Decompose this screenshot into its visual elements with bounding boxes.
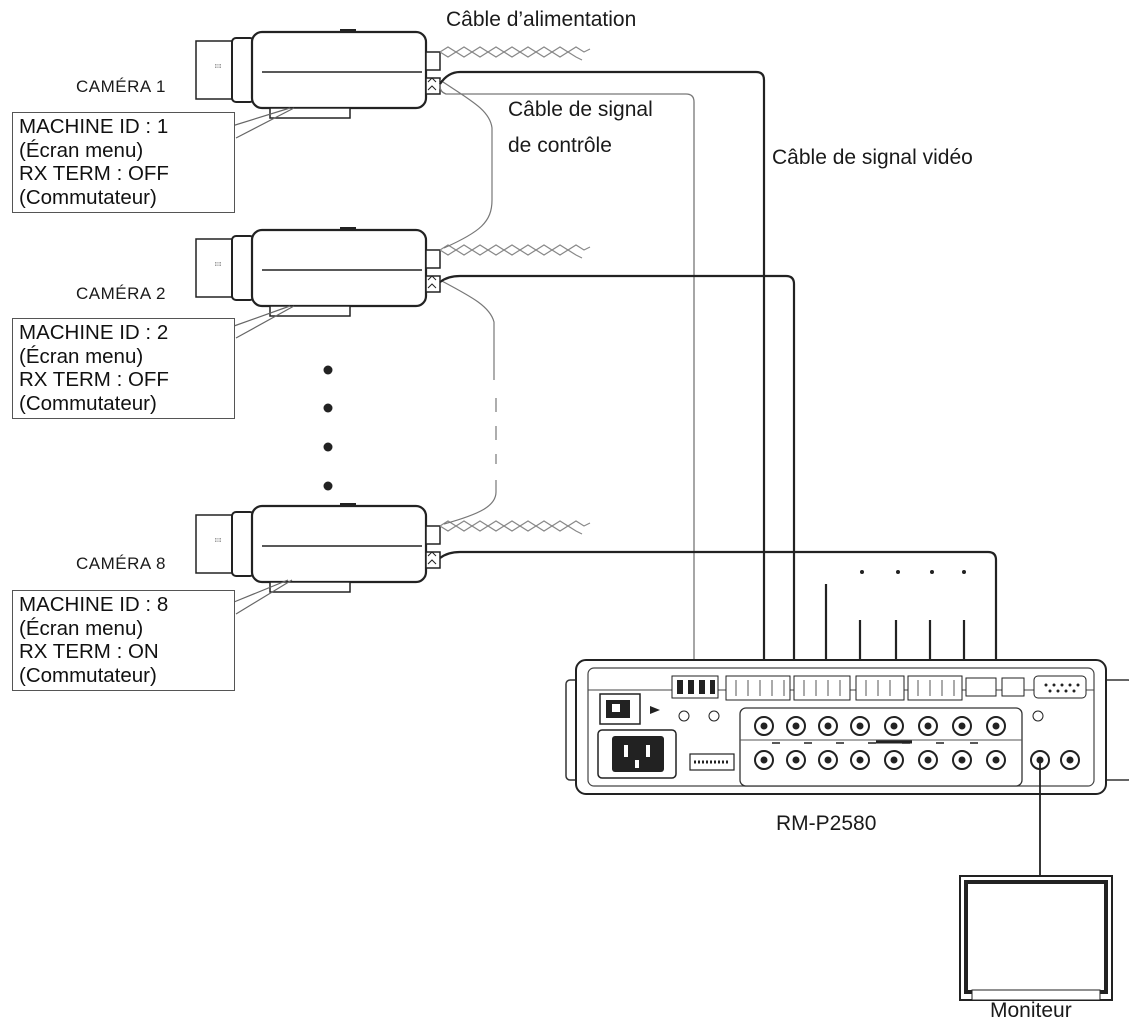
power-cable-2 <box>439 244 591 259</box>
camera-8-label: CAMÉRA 8 <box>76 554 166 573</box>
power-cable-1 <box>439 46 591 61</box>
machine-id-8: MACHINE ID : 8 <box>19 593 169 616</box>
power-cable-label: Câble d’alimentation <box>446 8 637 31</box>
machine-id-2: MACHINE ID : 2 <box>19 321 169 344</box>
video-cable-label: Câble de signal vidéo <box>772 146 973 169</box>
rx-term-2: RX TERM : OFF <box>19 368 169 391</box>
camera-2-settings-box: MACHINE ID : 2 (Écran menu) RX TERM : OF… <box>12 318 235 419</box>
rx-term-note-8: (Commutateur) <box>19 663 157 687</box>
camera-1-label: CAMÉRA 1 <box>76 77 166 96</box>
camera-1 <box>194 28 591 120</box>
machine-id-note-8: (Écran menu) <box>19 616 144 640</box>
camera-8-settings-box: MACHINE ID : 8 (Écran menu) RX TERM : ON… <box>12 590 235 691</box>
control-cable-label-line1: Câble de signal <box>508 98 653 121</box>
machine-id-note-1: (Écran menu) <box>19 138 144 162</box>
machine-id-1: MACHINE ID : 1 <box>19 115 169 138</box>
power-cable-8 <box>439 520 591 535</box>
rx-term-1: RX TERM : OFF <box>19 162 169 185</box>
monitor-label: Moniteur <box>990 999 1072 1022</box>
rx-term-note-1: (Commutateur) <box>19 185 157 209</box>
control-cable-label-line2: de contrôle <box>508 134 612 157</box>
monitor <box>959 875 1113 1001</box>
camera-2 <box>194 226 591 318</box>
camera-8 <box>194 502 591 594</box>
video-cable-stubs <box>860 570 966 574</box>
rx-term-8: RX TERM : ON <box>19 640 159 663</box>
chain-dots <box>323 365 333 491</box>
control-signal-cable <box>439 79 497 525</box>
rx-term-note-2: (Commutateur) <box>19 391 157 415</box>
machine-id-note-2: (Écran menu) <box>19 344 144 368</box>
control-cable-to-controller <box>439 82 695 706</box>
camera-2-label: CAMÉRA 2 <box>76 284 166 303</box>
controller-label: RM-P2580 <box>776 812 877 835</box>
controller-unit <box>565 659 1129 795</box>
callout-pointers <box>231 107 295 615</box>
camera-1-settings-box: MACHINE ID : 1 (Écran menu) RX TERM : OF… <box>12 112 235 213</box>
